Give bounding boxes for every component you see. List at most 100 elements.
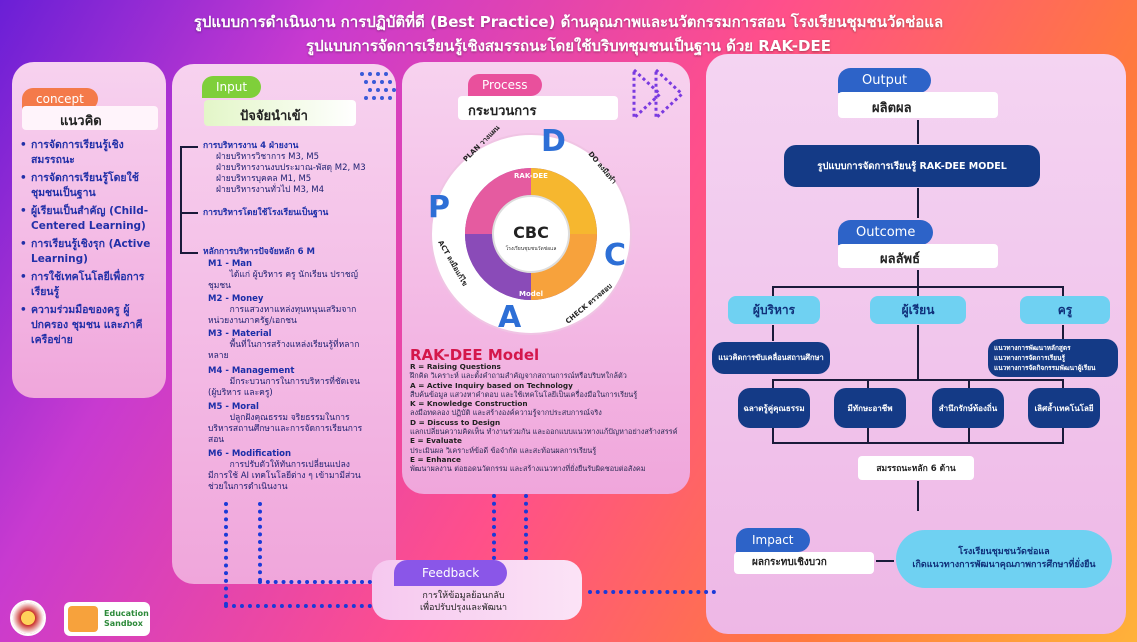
connector	[917, 188, 919, 218]
admin-result: แนวคิดการขับเคลื่อนสถานศึกษา	[712, 342, 830, 374]
input-arrow	[180, 212, 198, 214]
concept-item: การจัดการเรียนรู้โดยใช้ชุมชนเป็นฐาน	[20, 171, 165, 201]
cycle-center-sub: โรงเรียนชุมชนวัดช่อแล	[506, 245, 557, 252]
connector	[772, 286, 774, 298]
sandbox-brand: Education Sandbox	[104, 609, 149, 628]
input-sec1-title: การบริหารงาน 4 ฝ่ายงาน	[203, 141, 299, 151]
concept-item: ความร่วมมือของครู ผู้ปกครอง ชุมชน และภาค…	[20, 303, 165, 348]
rak-desc: สืบค้นข้อมูล แสวงหาคำตอบ และใช้เทคโนโลยี…	[410, 389, 638, 399]
letter-p: P	[428, 190, 450, 225]
rak-key: R = Raising Questions	[410, 362, 501, 371]
output-tag: Output	[838, 68, 932, 93]
rak-key: E = Enhance	[410, 454, 461, 464]
feedback-dotted-line	[224, 604, 372, 608]
teacher-results: แนวทางการพัฒนาหลักสูตร แนวทางการจัดการเร…	[988, 339, 1118, 377]
feedback-dotted-line	[524, 494, 528, 560]
m6-title: M6 - Modification	[208, 449, 292, 459]
rak-list: R = Raising Questions ฝึกคิด วิเคราะห์ แ…	[410, 362, 700, 474]
input-arrow	[180, 146, 198, 148]
m4-desc: มีกระบวนการในการบริหารที่ชัดเจน (ผู้บริห…	[208, 377, 360, 398]
concept-heading: แนวคิด	[60, 114, 102, 129]
teacher-result-item: แนวทางการจัดกิจกรรมพัฒนาผู้เรียน	[994, 364, 1096, 372]
feedback-dotted-line	[588, 590, 716, 594]
connector	[772, 428, 774, 442]
rak-key: K = Knowledge Construction	[410, 399, 528, 409]
connector	[917, 286, 919, 298]
student-result: เลิศล้ำเทคโนโลยี	[1028, 388, 1100, 428]
inner-core	[492, 195, 570, 273]
ring-top-label: RAK-DEE	[514, 172, 548, 180]
outcome-tag: Outcome	[838, 220, 934, 245]
feedback-text: การให้ข้อมูลย้อนกลับ เพื่อปรับปรุงและพัฒ…	[420, 591, 508, 613]
feedback-dotted-line	[224, 502, 228, 606]
input-sec3-title: หลักการบริหารปัจจัยหลัก 6 M	[203, 247, 315, 257]
rak-key: D = Discuss to Design	[410, 417, 501, 427]
connector	[1062, 428, 1064, 442]
connector	[1062, 286, 1064, 298]
feedback-dotted-line	[258, 502, 262, 582]
input-bracket	[180, 146, 182, 254]
connector	[772, 379, 774, 389]
rak-key: E = Evaluate	[410, 436, 462, 446]
rak-desc: แลกเปลี่ยนความคิดเห็น ทำงานร่วมกัน และออ…	[410, 427, 678, 437]
student-result: มีทักษะอาชีพ	[834, 388, 906, 428]
connector	[1062, 325, 1064, 339]
connector	[867, 428, 869, 442]
m1-desc: ได้แก่ ผู้บริหาร ครู นักเรียน ปราชญ์ ชุม…	[208, 270, 358, 291]
concept-heading-box	[22, 106, 158, 130]
feedback-dotted-line	[258, 580, 372, 584]
diagram-subtitle: รูปแบบการจัดการเรียนรู้เชิงสมรรถนะโดยใช้…	[306, 37, 831, 55]
education-sandbox-logo: Education Sandbox	[64, 602, 150, 636]
feedback-dotted-line	[492, 494, 496, 560]
impact-heading-box	[734, 552, 874, 574]
connector	[917, 325, 919, 379]
feedback-tag: Feedback	[394, 560, 508, 586]
arrow-input-to-process	[360, 72, 396, 100]
m1-title: M1 - Man	[208, 259, 253, 269]
concept-tag: concept	[22, 88, 98, 110]
impact-heading: ผลกระทบเชิงบวก	[752, 557, 827, 568]
m5-desc: ปลูกฝังคุณธรรม จริยธรรมในการ บริหารสถานศ…	[208, 413, 363, 445]
letter-c: C	[604, 238, 627, 273]
rak-desc: ฝึกคิด วิเคราะห์ และตั้งคำถามสำคัญจากสถา…	[410, 371, 627, 381]
student-result: ฉลาดรู้คู่คุณธรรม	[738, 388, 810, 428]
concept-item: การเรียนรู้เชิงรุก (Active Learning)	[20, 237, 165, 267]
pdca-cycle: CBC โรงเรียนชุมชนวัดช่อแล RAK-DEE Model …	[430, 124, 632, 335]
rak-desc: ประเมินผล วิเคราะห์ข้อดี ข้อจำกัด และสะท…	[410, 445, 597, 455]
connector	[968, 428, 970, 442]
m4-title: M4 - Management	[208, 366, 295, 376]
group-teacher: ครู	[1020, 296, 1110, 324]
impact-tag: Impact	[736, 528, 810, 552]
input-heading-box	[204, 100, 356, 126]
m6-desc: การปรับตัวให้ทันการเปลี่ยนแปลง มีการใช้ …	[208, 460, 361, 492]
input-sec1-lines: ฝ่ายบริหารวิชาการ M3, M5 ฝ่ายบริหารงานงบ…	[216, 152, 366, 195]
group-student: ผู้เรียน	[870, 296, 966, 324]
outcome-heading: ผลลัพธ์	[880, 252, 921, 267]
process-heading: กระบวนการ	[468, 104, 537, 119]
rak-key: A = Active Inquiry based on Technology	[410, 380, 573, 390]
output-heading-box	[838, 92, 998, 118]
outcome-heading-box	[838, 244, 998, 268]
school-seal-logo	[10, 600, 46, 636]
connector	[772, 442, 1064, 444]
input-tag: Input	[202, 76, 262, 98]
connector	[917, 120, 919, 144]
concept-item: การใช้เทคโนโลยีเพื่อการเรียนรู้	[20, 270, 165, 300]
output-heading: ผลิตผล	[872, 101, 912, 116]
arrow-process-to-output	[632, 66, 685, 122]
connector	[917, 481, 919, 511]
teacher-result-item: แนวทางการพัฒนาหลักสูตร	[994, 344, 1071, 352]
connector	[917, 270, 919, 286]
letter-d: D	[541, 124, 566, 159]
connector	[1062, 379, 1064, 389]
ring-bottom-label: Model	[519, 290, 543, 298]
rak-desc: พัฒนาผลงาน ต่อยอดนวัตกรรม และสร้างแนวทาง…	[410, 464, 646, 474]
concept-item: ผู้เรียนเป็นสำคัญ (Child-Centered Learni…	[20, 204, 165, 234]
sandbox-icon	[68, 606, 98, 632]
teacher-result-item: แนวทางการจัดการเรียนรู้	[994, 354, 1066, 362]
input-panel	[172, 64, 396, 584]
rak-title: RAK-DEE Model	[410, 346, 540, 364]
connector	[867, 379, 869, 389]
m5-title: M5 - Moral	[208, 402, 259, 412]
model-box: รูปแบบการจัดการเรียนรู้ RAK-DEE MODEL	[784, 145, 1040, 187]
